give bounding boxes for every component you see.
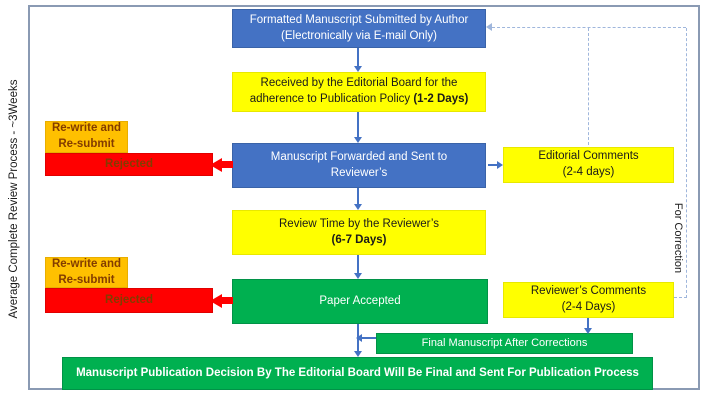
dashed-feedback-top bbox=[492, 27, 686, 28]
forwarded-line1: Manuscript Forwarded and Sent to bbox=[270, 150, 448, 163]
reject-arrow-icon-2 bbox=[210, 294, 222, 308]
reject-arrow-shaft-1 bbox=[222, 161, 233, 168]
down-arrow-icon bbox=[354, 273, 362, 279]
submitted-line1: Formatted Manuscript Submitted by Author bbox=[249, 13, 469, 26]
paper-accepted-label: Paper Accepted bbox=[319, 294, 401, 307]
dashed-editorial-up bbox=[588, 28, 589, 145]
review-time-box: Review Time by the Reviewer’s (6-7 Days) bbox=[232, 210, 486, 255]
review-time-line2: (6-7 Days) bbox=[331, 233, 387, 246]
forwarded-box: Manuscript Forwarded and Sent to Reviewe… bbox=[232, 143, 486, 188]
left-axis-label: Average Complete Review Process - ~3Week… bbox=[8, 79, 20, 319]
rewrite-resubmit-box-1: Re-write and Re-submit bbox=[45, 121, 128, 153]
rewrite-resubmit-box-2: Re-write and Re-submit bbox=[45, 257, 128, 288]
received-box: Received by the Editorial Board for the … bbox=[232, 72, 486, 112]
connector-received-forwarded bbox=[357, 112, 359, 137]
right-axis-label: For Correction bbox=[672, 202, 684, 274]
down-arrow-icon bbox=[584, 328, 592, 334]
paper-accepted-box: Paper Accepted bbox=[232, 279, 488, 324]
received-line1: Received by the Editorial Board for the bbox=[260, 77, 458, 90]
decision-box: Manuscript Publication Decision By The E… bbox=[62, 357, 653, 390]
reject-arrow-shaft-2 bbox=[222, 297, 233, 304]
rejected-box-2: Rejected bbox=[45, 288, 213, 313]
submitted-line2: (Electronically via E-mail Only) bbox=[281, 29, 437, 42]
connector-forwarded-editorial bbox=[488, 164, 497, 166]
reject-arrow-icon-1 bbox=[210, 158, 222, 172]
dashed-left-arrow-icon bbox=[486, 23, 492, 31]
received-line2: adherence to Publication Policy (1-2 Day… bbox=[249, 93, 469, 105]
down-arrow-icon bbox=[354, 137, 362, 143]
forwarded-line2: Reviewer’s bbox=[330, 166, 388, 179]
connector-submitted-received bbox=[357, 48, 359, 67]
editorial-comments-box: Editorial Comments (2-4 days) bbox=[503, 147, 674, 183]
review-time-line1: Review Time by the Reviewer’s bbox=[279, 217, 439, 230]
down-arrow-icon bbox=[354, 351, 362, 357]
connector-reviewtime-accepted bbox=[357, 255, 359, 273]
connector-final-centerline bbox=[362, 337, 376, 339]
down-arrow-icon bbox=[354, 66, 362, 72]
final-manuscript-box: Final Manuscript After Corrections bbox=[376, 333, 633, 354]
right-arrow-icon bbox=[497, 161, 503, 169]
dashed-correction-line bbox=[686, 28, 687, 298]
connector-reviewer-final bbox=[587, 318, 589, 328]
submitted-box: Formatted Manuscript Submitted by Author… bbox=[232, 9, 486, 48]
down-arrow-icon bbox=[354, 204, 362, 210]
rejected-box-1: Rejected bbox=[45, 153, 213, 176]
connector-forwarded-reviewtime bbox=[357, 188, 359, 204]
dashed-reviewer-right bbox=[674, 297, 687, 298]
left-arrow-icon bbox=[356, 334, 362, 342]
reviewer-comments-box: Reviewer’s Comments (2-4 Days) bbox=[503, 282, 674, 318]
